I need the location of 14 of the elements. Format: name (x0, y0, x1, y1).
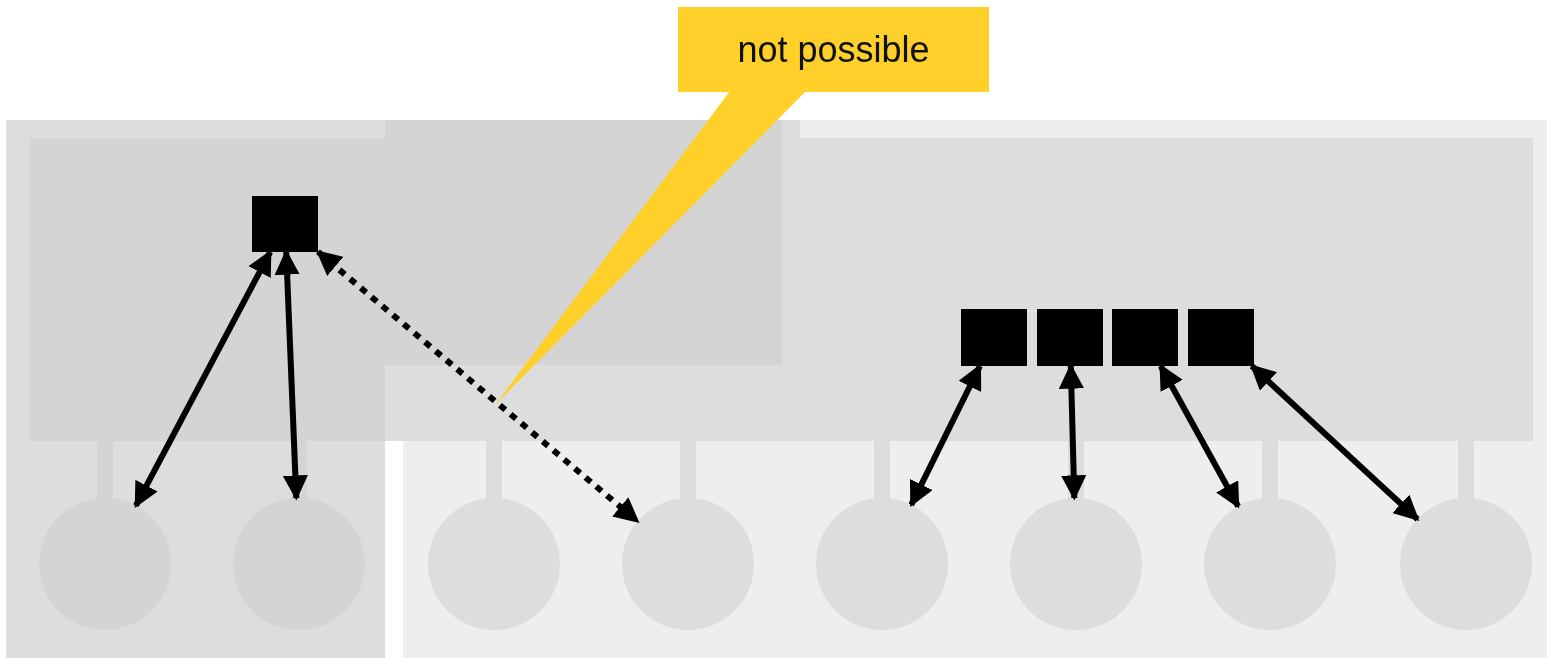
double-headed-arrow (1058, 363, 1087, 501)
double-headed-arrow (1158, 363, 1241, 509)
square-marker (1188, 309, 1254, 366)
double-headed-arrow (908, 363, 983, 508)
double-headed-arrow (1249, 363, 1420, 522)
square-marker (1037, 309, 1103, 366)
callout-text: not possible (737, 28, 930, 71)
callout-box (678, 7, 989, 92)
double-headed-arrow (274, 249, 308, 501)
square-marker (252, 196, 318, 252)
dotted-double-headed-arrow (316, 249, 640, 524)
square-marker (961, 309, 1027, 366)
square-marker (1112, 309, 1178, 366)
double-headed-arrow (133, 249, 273, 508)
